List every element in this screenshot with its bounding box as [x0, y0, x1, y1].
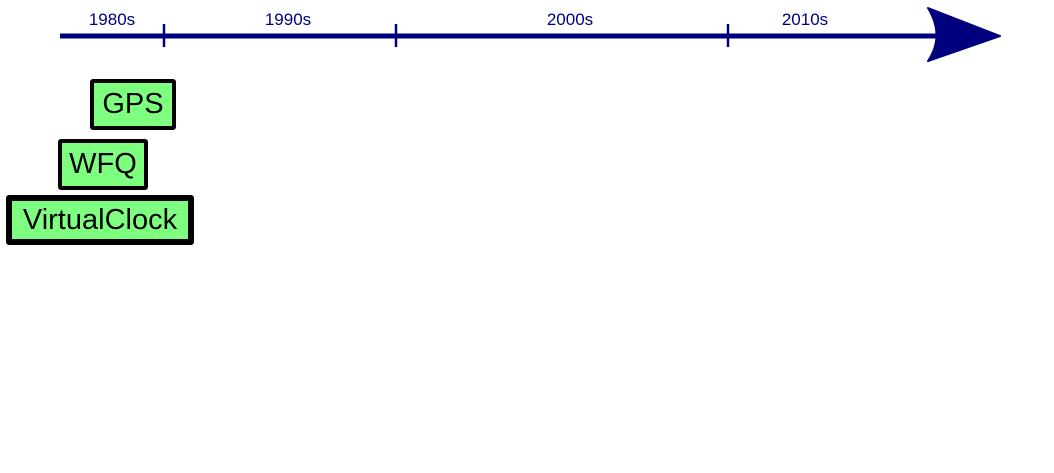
arrow-head-icon	[927, 7, 1001, 62]
event-box-wfq: WFQ	[58, 139, 148, 190]
decade-label-1990s: 1990s	[265, 10, 311, 29]
decade-label-2000s: 2000s	[547, 10, 593, 29]
decade-label-1980s: 1980s	[89, 10, 135, 29]
decade-label-2010s: 2010s	[782, 10, 828, 29]
event-box-virtualclock: VirtualClock	[6, 195, 194, 245]
event-box-gps: GPS	[90, 79, 176, 130]
